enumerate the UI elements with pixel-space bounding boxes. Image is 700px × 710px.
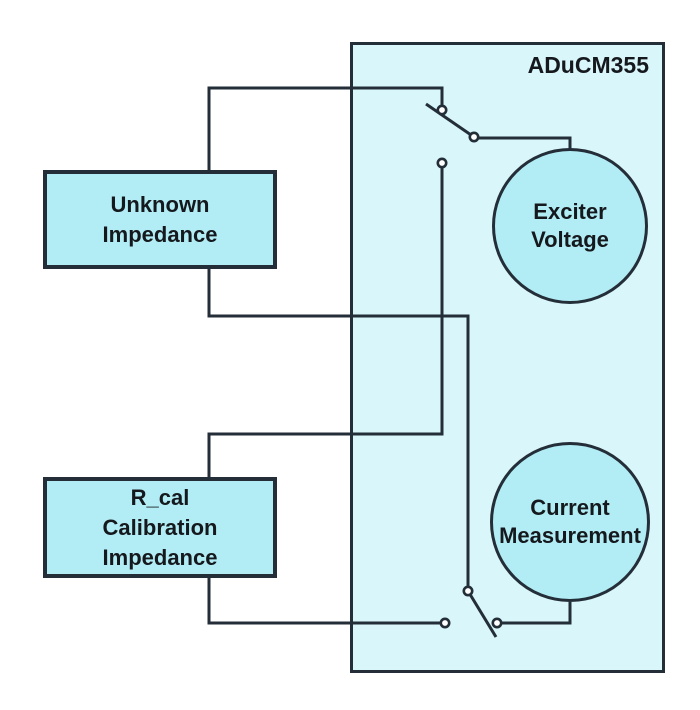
unknown-impedance-label-line1: Unknown [110, 191, 210, 217]
rcal-label-line3: Impedance [102, 544, 218, 570]
chip-title: ADuCM355 [527, 52, 649, 78]
current-measurement-node: Current Measurement [490, 442, 650, 602]
unknown-impedance-label-line2: Impedance [102, 221, 218, 247]
exciter-voltage-node: Exciter Voltage [492, 148, 648, 304]
rcal-label-line1: R_cal [130, 484, 190, 510]
exciter-voltage-label-line2: Voltage [531, 227, 609, 252]
exciter-voltage-label-line1: Exciter [533, 199, 607, 224]
unknown-impedance-box: Unknown Impedance [43, 170, 277, 269]
current-measurement-label-line1: Current [530, 495, 610, 520]
rcal-label-line2: Calibration [102, 514, 218, 540]
current-measurement-label-line2: Measurement [499, 523, 641, 548]
rcal-calibration-impedance-box: R_cal Calibration Impedance [43, 477, 277, 578]
